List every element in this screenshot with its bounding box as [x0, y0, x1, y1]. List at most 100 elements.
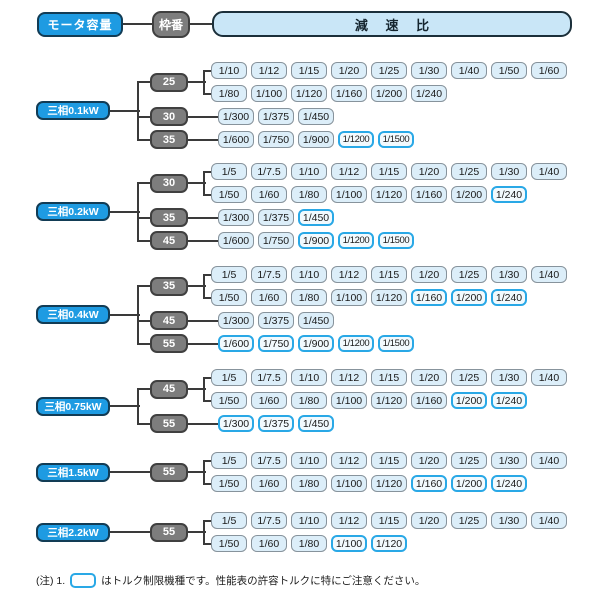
footnote: (注) 1. はトルク制限機種です。性能表の許容トルクに特にご注意ください。 [36, 573, 425, 588]
motor-capacity-label: 三相0.75kW [36, 396, 110, 416]
frame-number-box: 45 [150, 311, 188, 330]
torque-limited-legend-swatch [70, 573, 97, 588]
connector-line [138, 342, 150, 345]
ratio-box: 1/5 [211, 452, 247, 469]
ratio-box-torque-limited: 1/240 [491, 289, 527, 306]
connector-line [188, 319, 218, 322]
ratio-box: 1/12 [251, 62, 287, 79]
ratio-box-torque-limited: 1/1500 [378, 131, 414, 148]
ratio-box: 1/375 [258, 108, 294, 125]
connector-line [204, 376, 211, 379]
connector-line [188, 471, 206, 473]
connector-line [110, 531, 150, 533]
ratio-box: 1/300 [218, 209, 254, 226]
ratio-box: 1/30 [491, 369, 527, 386]
ratio-box: 1/40 [451, 62, 487, 79]
connector-line [138, 285, 150, 287]
ratio-box-torque-limited: 1/1200 [338, 232, 374, 249]
frame-number-box: 35 [150, 208, 188, 227]
ratio-box: 1/60 [251, 535, 287, 552]
ratio-box: 1/160 [411, 186, 447, 203]
ratio-box: 1/12 [331, 163, 367, 180]
ratio-box: 1/100 [251, 85, 287, 102]
ratio-box-torque-limited: 1/900 [298, 335, 334, 352]
ratio-box: 1/30 [491, 512, 527, 529]
ratio-box: 1/450 [298, 312, 334, 329]
ratio-box-torque-limited: 1/750 [258, 335, 294, 352]
connector-line [110, 405, 140, 408]
connector-line [138, 239, 150, 242]
ratio-box: 1/10 [211, 62, 247, 79]
connector-line [204, 193, 211, 196]
motor-capacity-header: モータ容量 [37, 12, 123, 37]
connector-line [188, 285, 206, 287]
ratio-box-torque-limited: 1/600 [218, 335, 254, 352]
ratio-box-torque-limited: 1/375 [258, 415, 294, 432]
connector-line [188, 138, 218, 141]
ratio-box: 1/300 [218, 108, 254, 125]
ratio-box: 1/12 [331, 512, 367, 529]
ratio-box: 1/12 [331, 452, 367, 469]
ratio-box: 1/50 [211, 475, 247, 492]
connector-line [203, 273, 205, 299]
ratio-box: 1/120 [371, 186, 407, 203]
ratio-box: 1/80 [211, 85, 247, 102]
ratio-box: 1/30 [491, 266, 527, 283]
motor-capacity-label: 三相2.2kW [36, 522, 110, 542]
ratio-box: 1/25 [451, 163, 487, 180]
ratio-box: 1/60 [251, 475, 287, 492]
connector-line [138, 115, 150, 118]
ratio-box: 1/25 [371, 62, 407, 79]
ratio-box-torque-limited: 1/100 [331, 535, 367, 552]
ratio-box: 1/300 [218, 312, 254, 329]
ratio-box: 1/25 [451, 512, 487, 529]
ratio-box-torque-limited: 1/240 [491, 392, 527, 409]
connector-line [110, 210, 140, 213]
connector-line [110, 313, 140, 316]
ratio-box: 1/100 [331, 392, 367, 409]
ratio-box: 1/30 [491, 163, 527, 180]
ratio-box: 1/10 [291, 266, 327, 283]
ratio-box-torque-limited: 1/450 [298, 415, 334, 432]
motor-capacity-label: 三相1.5kW [36, 462, 110, 482]
frame-number-header: 枠番 [152, 11, 190, 38]
ratio-box: 1/60 [251, 392, 287, 409]
connector-line [188, 422, 218, 425]
frame-number-box: 45 [150, 379, 188, 399]
ratio-box: 1/60 [251, 186, 287, 203]
frame-number-box: 30 [150, 107, 188, 126]
motor-capacity-label: 三相0.2kW [36, 202, 110, 222]
connector-line [138, 422, 150, 425]
ratio-box: 1/25 [451, 452, 487, 469]
ratio-box: 1/120 [371, 289, 407, 306]
ratio-box: 1/5 [211, 512, 247, 529]
connector-line [204, 459, 211, 462]
ratio-box: 1/50 [211, 289, 247, 306]
ratio-box: 1/80 [291, 289, 327, 306]
ratio-box: 1/750 [258, 232, 294, 249]
connector-line [188, 216, 218, 219]
connector-line [203, 459, 205, 485]
ratio-box: 1/5 [211, 369, 247, 386]
ratio-box: 1/40 [531, 163, 567, 180]
connector-line [203, 519, 205, 545]
ratio-box: 1/15 [371, 512, 407, 529]
ratio-box: 1/7.5 [251, 452, 287, 469]
connector-line [138, 319, 150, 322]
ratio-box: 1/20 [411, 266, 447, 283]
frame-number-box: 25 [150, 72, 188, 92]
frame-number-box: 35 [150, 130, 188, 149]
connector-line [188, 531, 206, 533]
ratio-box-torque-limited: 1/1500 [378, 335, 414, 352]
ratio-box: 1/160 [331, 85, 367, 102]
footnote-prefix: (注) 1. [36, 575, 66, 587]
connector-line [190, 23, 212, 25]
ratio-box-torque-limited: 1/160 [411, 289, 447, 306]
ratio-box: 1/12 [331, 369, 367, 386]
ratio-box: 1/375 [258, 209, 294, 226]
ratio-box: 1/600 [218, 232, 254, 249]
ratio-box-torque-limited: 1/120 [371, 535, 407, 552]
connector-line [188, 342, 218, 345]
connector-line [204, 482, 211, 485]
ratio-box: 1/7.5 [251, 369, 287, 386]
